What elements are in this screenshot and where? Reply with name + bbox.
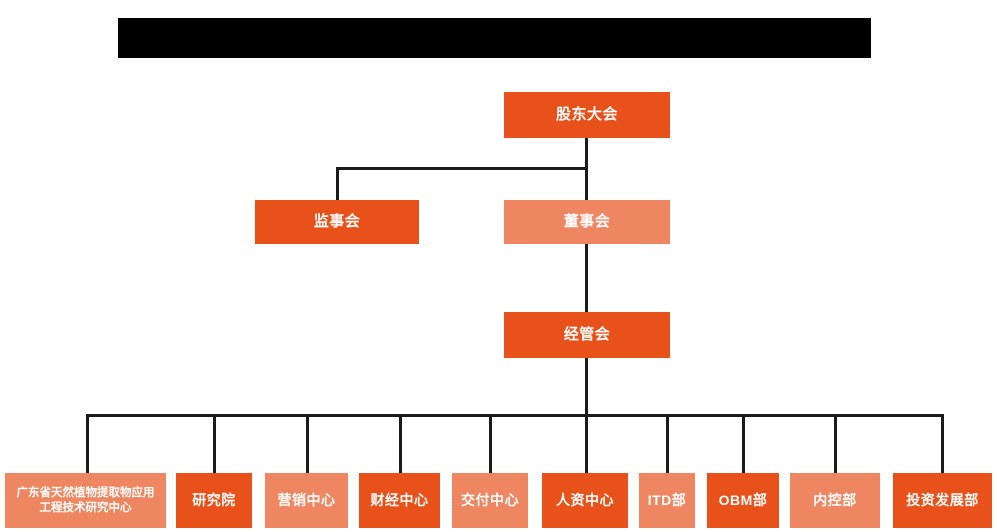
connector-level2-bar (336, 167, 587, 170)
connector-drop-research-institute (213, 414, 216, 473)
node-itd-dept[interactable]: ITD部 (639, 473, 695, 528)
connector-shareholders-stem (585, 138, 588, 170)
node-obm-dept[interactable]: OBM部 (707, 473, 779, 528)
node-marketing-center[interactable]: 营销中心 (265, 473, 348, 528)
connector-supervisory-drop (336, 167, 339, 201)
node-shareholders-meeting[interactable]: 股东大会 (504, 92, 670, 138)
connector-drop-hr-center (585, 414, 588, 473)
connector-management-stem (585, 358, 588, 416)
connector-drop-investment-development-dept (941, 414, 944, 473)
node-research-institute[interactable]: 研究院 (176, 473, 252, 528)
node-investment-development-dept[interactable]: 投资发展部 (893, 473, 992, 528)
node-hr-center[interactable]: 人资中心 (542, 473, 628, 528)
node-management-committee[interactable]: 经管会 (504, 312, 670, 358)
node-finance-center[interactable]: 财经中心 (359, 473, 440, 528)
connector-drop-itd-dept (666, 414, 669, 473)
connector-drop-research-center (86, 414, 89, 473)
connector-departments-bar (86, 414, 944, 417)
connector-drop-internal-control-dept (834, 414, 837, 473)
connector-drop-obm-dept (742, 414, 745, 473)
connector-board-drop (585, 167, 588, 201)
node-internal-control-dept[interactable]: 内控部 (790, 473, 880, 528)
node-supervisory-board[interactable]: 监事会 (255, 200, 419, 244)
connector-board-to-management (585, 244, 588, 312)
connector-drop-delivery-center (489, 414, 492, 473)
node-delivery-center[interactable]: 交付中心 (452, 473, 528, 528)
connector-drop-marketing-center (306, 414, 309, 473)
node-research-center[interactable]: 广东省天然植物提取物应用工程技术研究中心 (5, 473, 166, 528)
node-board-of-directors[interactable]: 董事会 (504, 200, 670, 244)
redacted-title-bar (118, 18, 871, 58)
connector-drop-finance-center (399, 414, 402, 473)
